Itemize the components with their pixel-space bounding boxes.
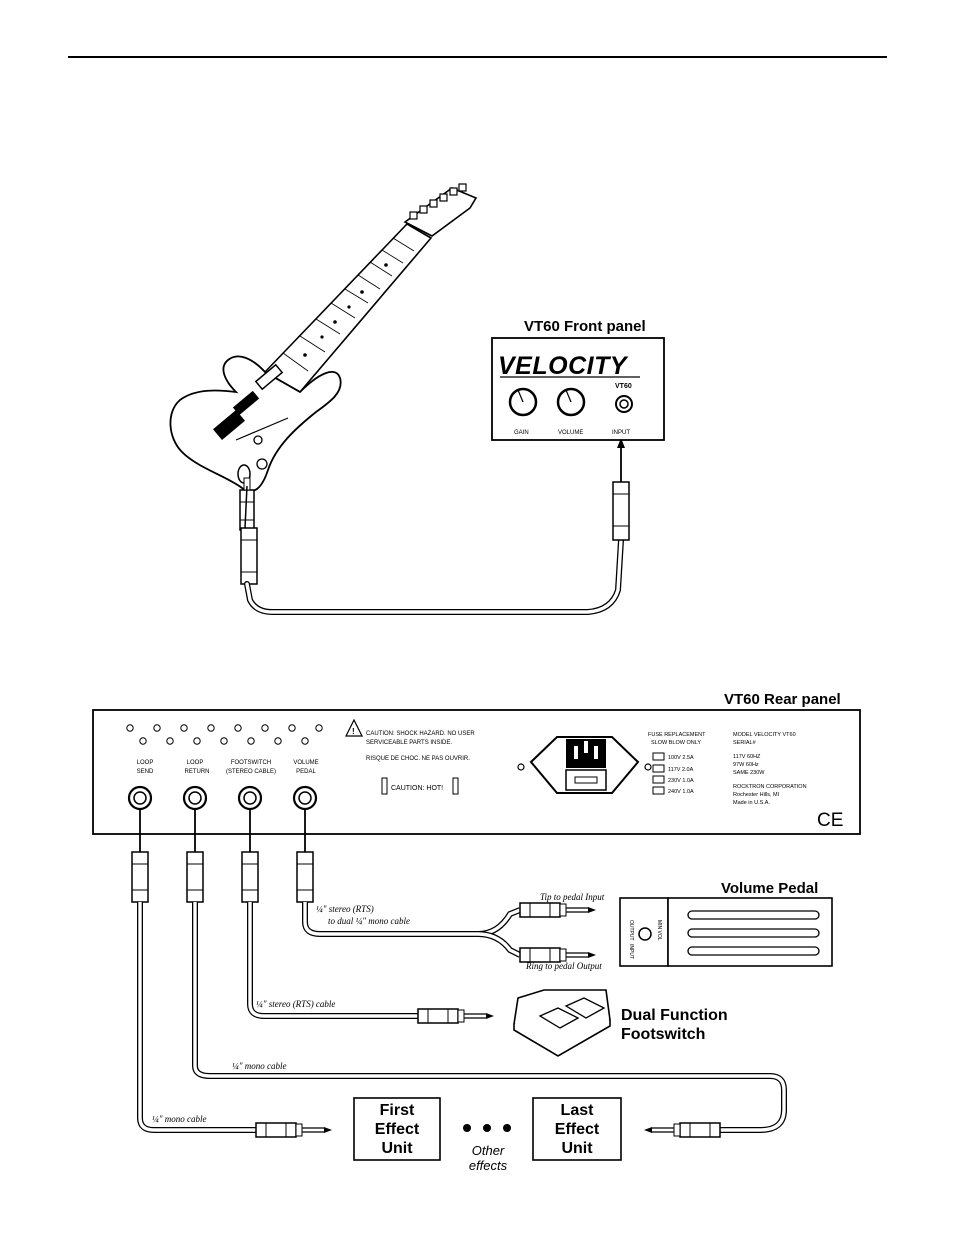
front-model-label: VT60 [615,383,632,390]
caution-hot: CAUTION: HOT! [391,785,443,792]
vent-holes [126,724,323,745]
guitar-illustration [169,183,478,492]
jack-label-loop-return-2: RETURN [185,769,210,775]
svg-text:SAME 230W: SAME 230W [733,770,765,776]
svg-text:Effect: Effect [555,1121,600,1138]
last-effect-unit: Last Effect Unit [532,1097,622,1161]
fuse-row: 230V 1.0A [668,778,694,784]
jack-label-loop-return: LOOP [187,760,204,766]
rear-panel-title: VT60 Rear panel [724,691,841,708]
pedal-side-input: INPUT [628,944,634,959]
rating-label: MODEL VELOCITY VT60 SERIAL# 117V 60HZ 97… [733,732,807,806]
svg-text:!: ! [352,727,355,736]
svg-text:ROCKTRON CORPORATION: ROCKTRON CORPORATION [733,784,807,790]
send-cable-label: ¼" mono cable [152,1114,207,1124]
screw-right-icon [644,763,652,771]
front-panel-title: VT60 Front panel [524,318,646,335]
svg-text:97W 60Hz: 97W 60Hz [733,762,759,768]
svg-text:Unit: Unit [561,1140,593,1157]
fuse-row: 100V 2.5A [668,755,694,761]
footswitch-cable-label: ¼" stereo (RTS) cable [256,999,335,1009]
caution-line1: CAUTION: SHOCK HAZARD. NO USER [366,731,475,737]
brand-logo: VELOCITY [498,352,629,380]
svg-text:Unit: Unit [381,1140,413,1157]
fuse-title2: SLOW BLOW ONLY [651,740,701,746]
svg-text:Last: Last [561,1102,595,1119]
svg-text:117V 60HZ: 117V 60HZ [733,754,761,760]
screw-left-icon [517,763,525,771]
jack-label-footswitch-2: (STEREO CABLE) [226,769,276,775]
footswitch-title1: Dual Function [621,1007,728,1024]
jack-label-loop-send-2: SEND [137,769,154,775]
caution-line2: SERVICEABLE PARTS INSIDE. [366,740,452,746]
fuse-row: 240V 1.0A [668,789,694,795]
pedal-side-min: MIN VOL [656,920,662,941]
footswitch-title2: Footswitch [621,1026,705,1043]
svg-text:First: First [380,1102,415,1119]
other-effects-1: Other [472,1143,505,1158]
svg-text:SERIAL#: SERIAL# [733,740,757,746]
fuse-table: 100V 2.5A 117V 2.0A 230V 1.0A 240V 1.0A [652,752,694,795]
guitar-cable [239,438,630,615]
first-effect-unit: First Effect Unit [353,1097,441,1161]
jack-label-volume: VOLUME [293,760,318,766]
svg-text:MODEL VELOCITY VT60: MODEL VELOCITY VT60 [733,732,796,738]
return-cable-label: ¼" mono cable [232,1061,287,1071]
volume-cable-label1: ¼" stereo (RTS) [316,904,374,914]
rear-cables [131,808,787,1138]
svg-text:Made in U.S.A.: Made in U.S.A. [733,800,770,806]
tip-label: Tip to pedal Input [540,892,605,902]
ring-label: Ring to pedal Output [525,961,602,971]
ce-mark: CE [817,810,843,831]
jack-label-loop-send: LOOP [137,760,154,766]
volume-label: VOLUME [558,430,583,436]
footswitch-button-b[interactable] [564,997,606,1019]
warning-icon [345,718,363,737]
other-effects-2: effects [469,1158,508,1173]
volume-pedal-title: Volume Pedal [721,880,818,897]
input-label: INPUT [612,430,630,436]
volume-cable-label2: to dual ¼" mono cable [328,916,410,926]
gain-label: GAIN [514,430,529,436]
rear-panel: VT60 Rear panel ! CAUTION: SHOCK HAZARD.… [92,691,861,835]
dots-separator [463,1124,511,1132]
svg-text:Effect: Effect [375,1121,420,1138]
fuse-row: 117V 2.0A [668,767,694,773]
caution-line3: RISQUE DE CHOC. NE PAS OUVRIR. [366,756,470,762]
jack-label-footswitch: FOOTSWITCH [231,760,271,766]
footswitch-button-a[interactable] [538,1007,580,1029]
volume-pedal: Volume Pedal OUTPUT INPUT MIN VOL [619,880,833,967]
rear-panel-box [92,709,861,835]
dual-footswitch: Dual Function Footswitch [513,989,728,1057]
svg-text:Rochester Hills, MI: Rochester Hills, MI [733,792,780,798]
min-vol-knob[interactable] [638,927,652,941]
fuse-title1: FUSE REPLACEMENT [648,732,706,738]
pedal-side-output: OUTPUT [628,920,634,941]
jack-label-volume-2: PEDAL [296,769,316,775]
front-panel: VT60 Front panel VELOCITY VT60 GAIN VOLU… [491,318,665,441]
